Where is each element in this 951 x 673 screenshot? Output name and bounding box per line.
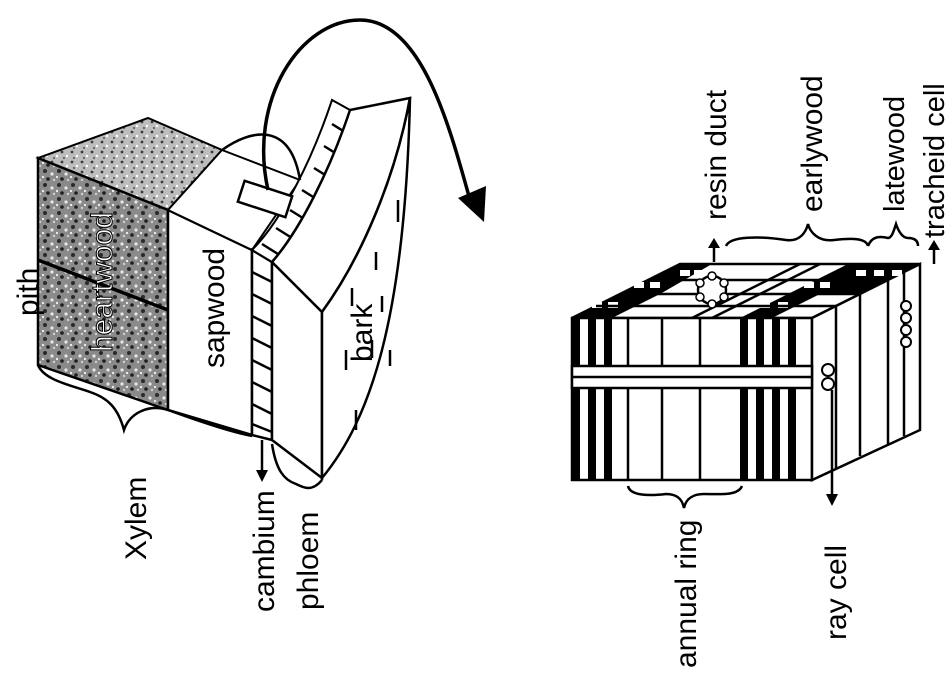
phloem-label: phloem xyxy=(292,512,325,610)
ray-cell-pointer-head xyxy=(826,494,838,506)
cambium-label: cambium xyxy=(248,490,281,612)
earlywood-brace xyxy=(726,224,868,246)
cambium-arrowhead xyxy=(256,470,268,482)
tracheid-pointer-head xyxy=(928,240,940,250)
latewood-brace xyxy=(868,224,918,246)
magnify-arrowhead xyxy=(458,186,486,222)
tracheid-cell-label: tracheid cell xyxy=(919,83,951,238)
bark-label: bark xyxy=(346,303,379,362)
resin-duct-label: resin duct xyxy=(700,89,733,220)
earlywood-label: earlywood xyxy=(796,75,829,212)
ray-cell-label: ray cell xyxy=(820,545,853,640)
sapwood-label: sapwood xyxy=(198,248,231,368)
heartwood-label: heartwood xyxy=(86,212,119,352)
ray-cell xyxy=(572,364,834,390)
annual-ring-label: annual ring xyxy=(670,520,703,668)
resin-duct-pointer-head xyxy=(708,238,720,248)
latewood-label: latewood xyxy=(879,96,911,212)
annual-ring-brace xyxy=(628,486,742,508)
cell-block xyxy=(572,264,920,480)
pith-label: pith xyxy=(12,268,45,316)
xylem-label: Xylem xyxy=(120,477,153,560)
